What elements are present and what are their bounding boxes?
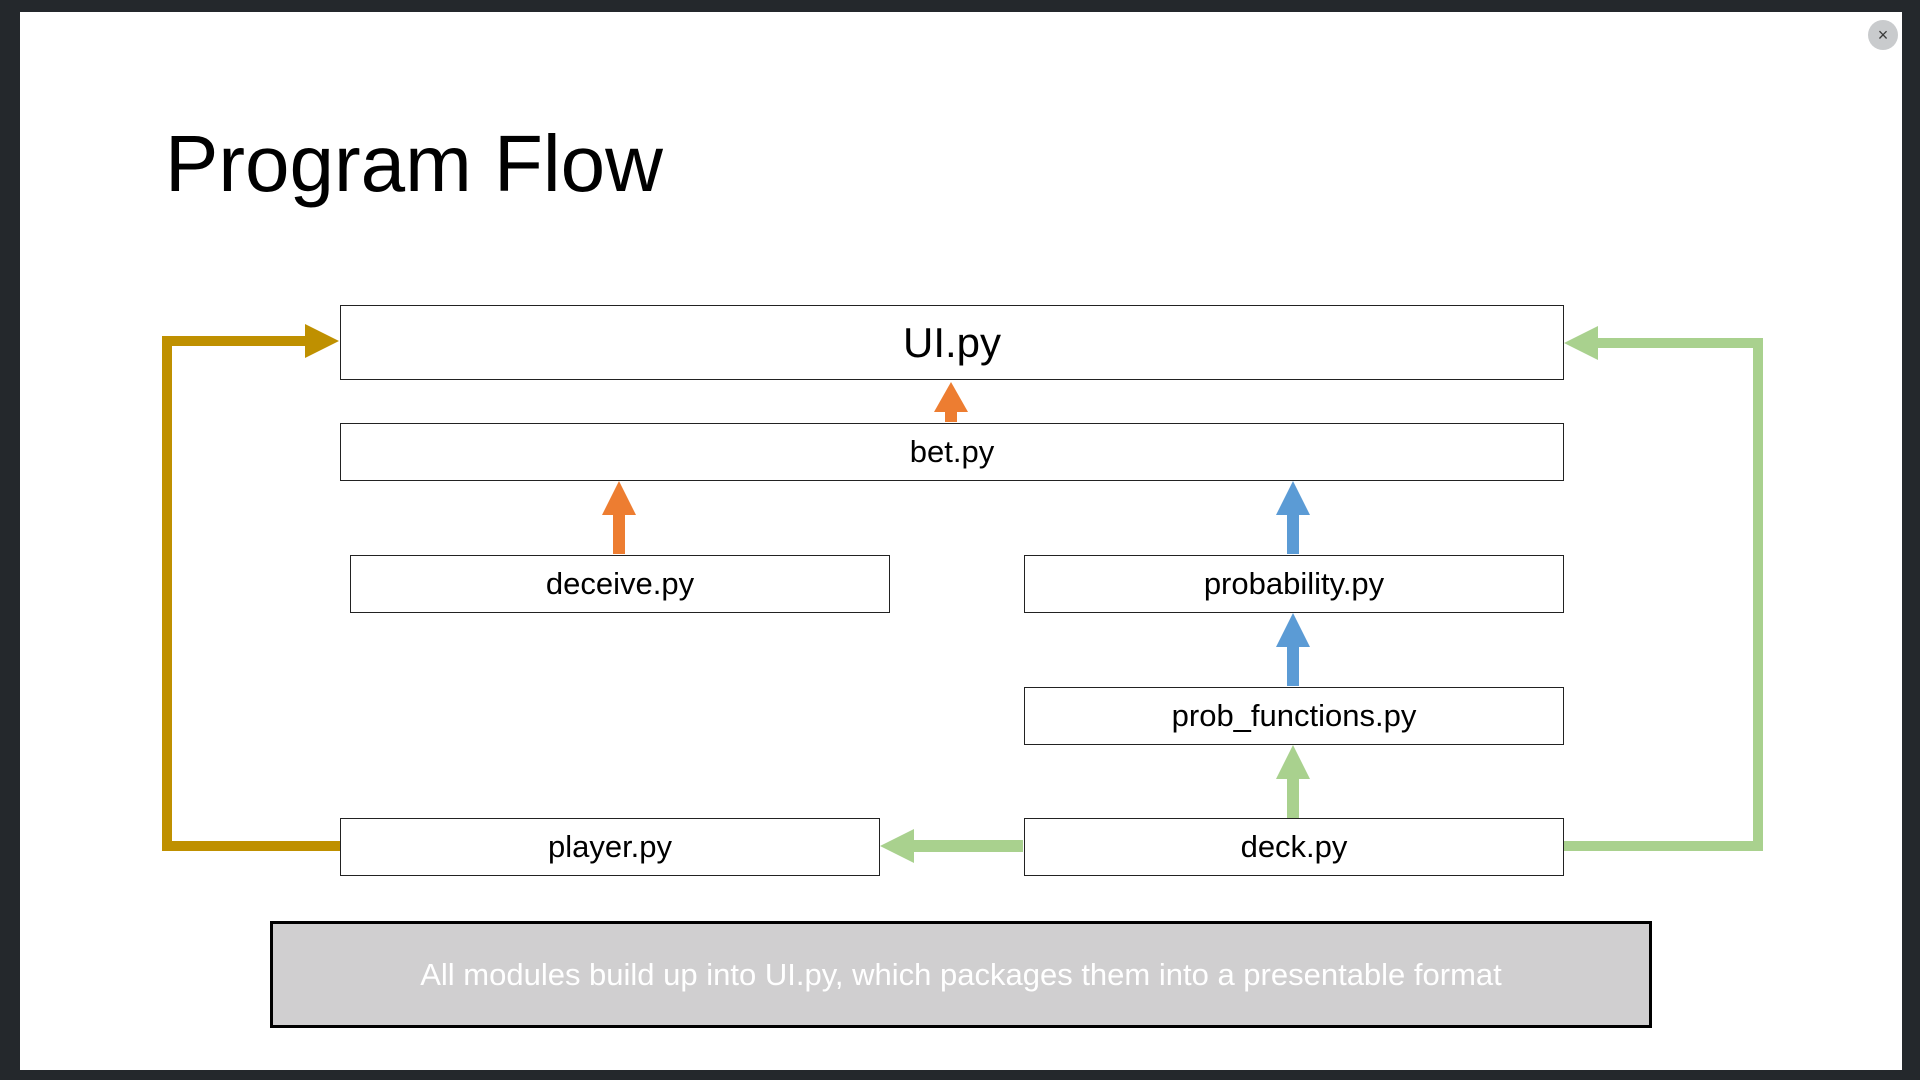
arrow-bet-to-ui bbox=[934, 382, 968, 422]
close-icon[interactable]: × bbox=[1868, 20, 1898, 50]
node-deceive: deceive.py bbox=[350, 555, 890, 613]
node-deck: deck.py bbox=[1024, 818, 1564, 876]
slide bbox=[20, 12, 1902, 1070]
arrow-deceive-to-bet bbox=[602, 481, 636, 554]
arrow-probfunctions-to-probability bbox=[1276, 613, 1310, 686]
arrow-probability-to-bet bbox=[1276, 481, 1310, 554]
node-probability: probability.py bbox=[1024, 555, 1564, 613]
arrow-deck-to-player bbox=[880, 829, 1023, 863]
page-title: Program Flow bbox=[165, 119, 663, 208]
arrow-deck-to-ui bbox=[1563, 326, 1763, 851]
caption-box: All modules build up into UI.py, which p… bbox=[270, 921, 1652, 1028]
node-prob-functions: prob_functions.py bbox=[1024, 687, 1564, 745]
arrow-deck-to-probfunctions bbox=[1276, 745, 1310, 818]
arrow-player-to-ui bbox=[162, 324, 340, 851]
node-bet: bet.py bbox=[340, 423, 1564, 481]
node-ui: UI.py bbox=[340, 305, 1564, 380]
node-player: player.py bbox=[340, 818, 880, 876]
